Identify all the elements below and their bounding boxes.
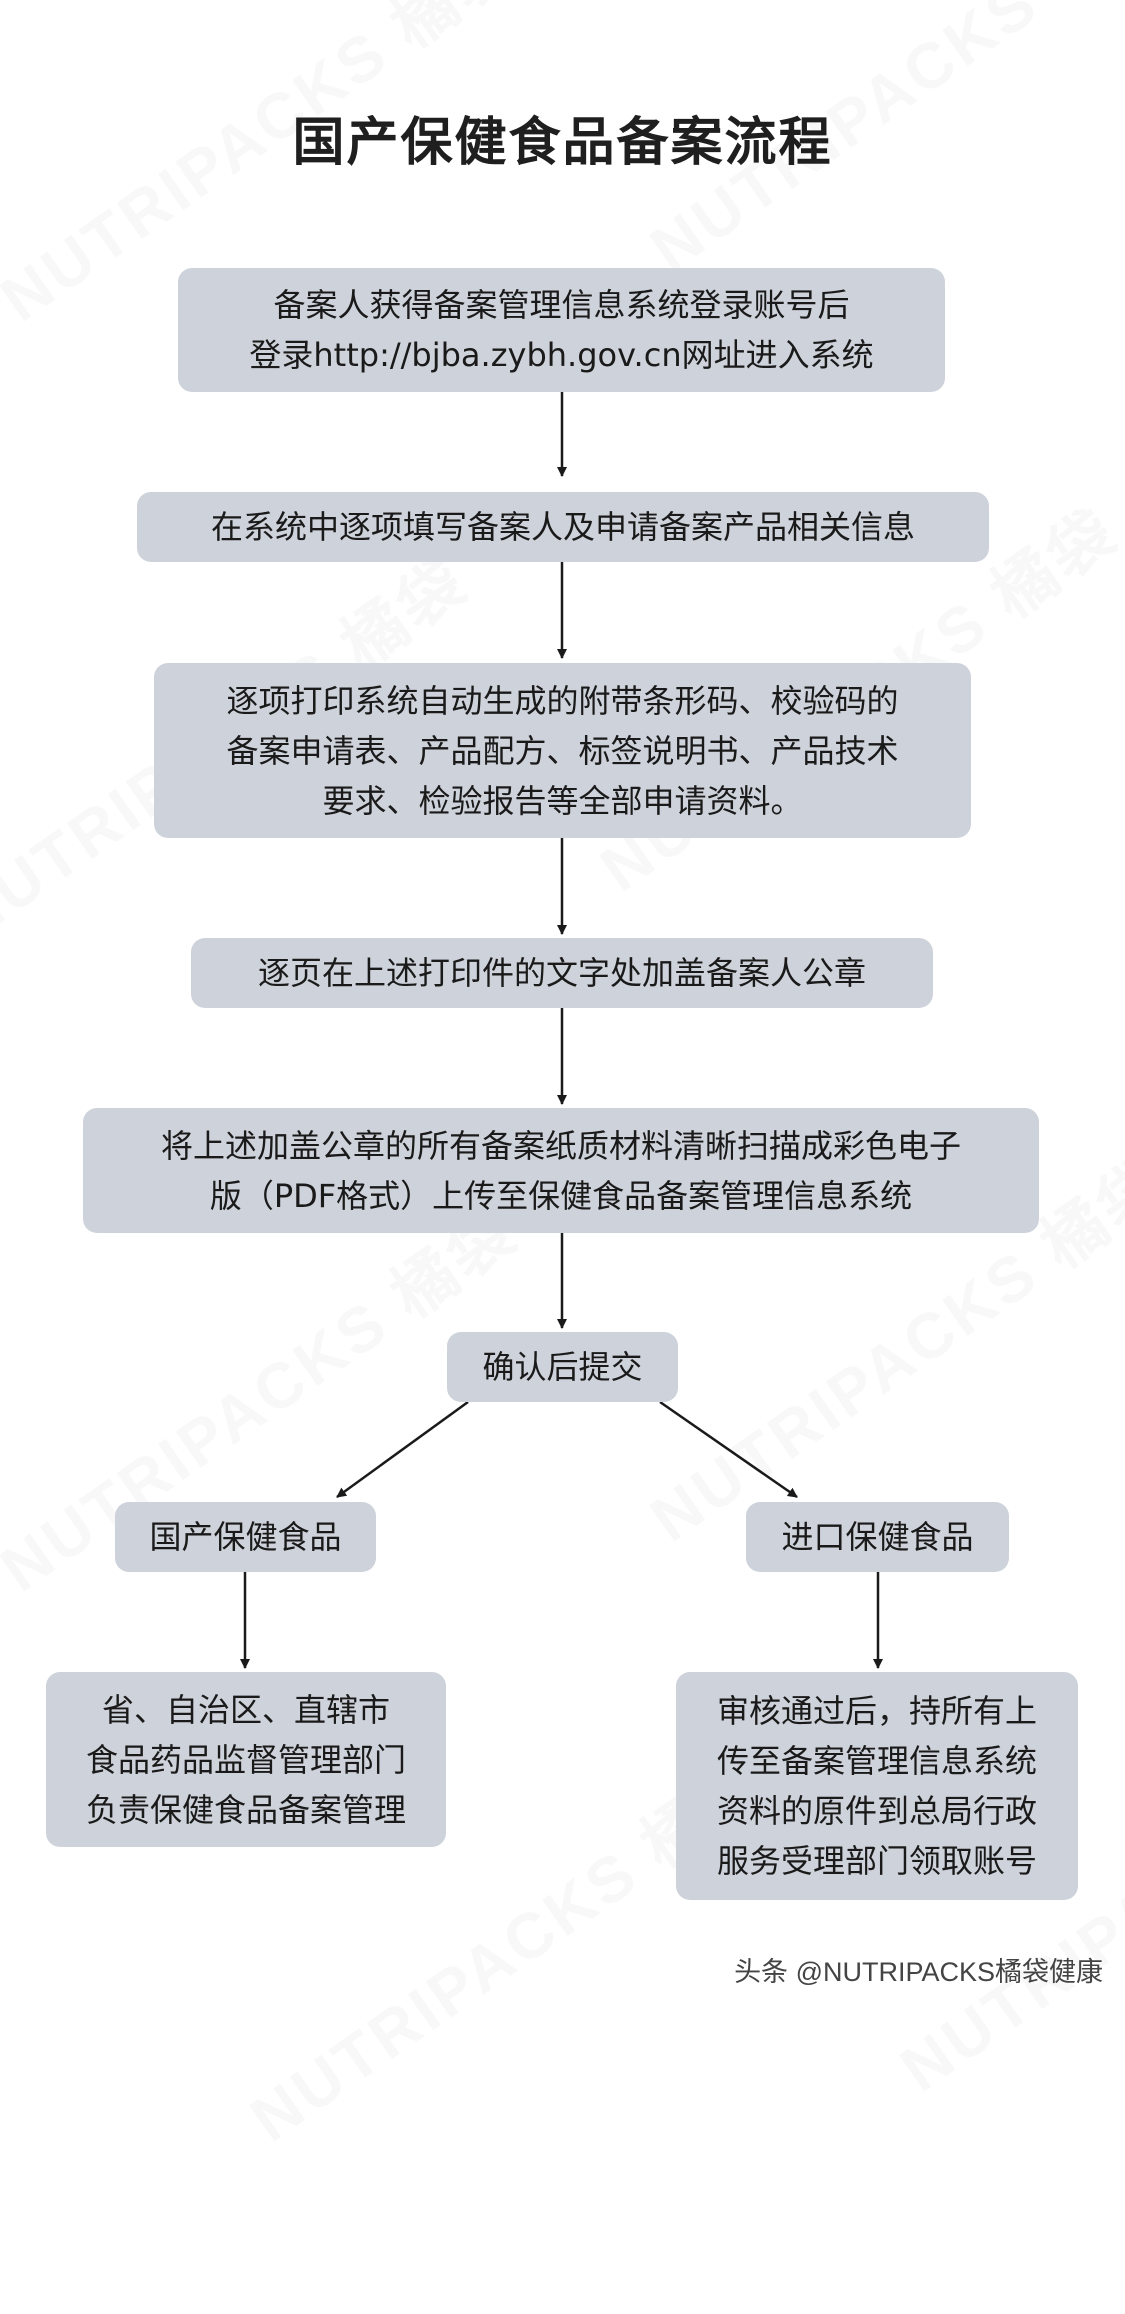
step-confirm-submit-line: 确认后提交	[482, 1348, 643, 1386]
imported-result-box: 审核通过后，持所有上 传至备案管理信息系统 资料的原件到总局行政 服务受理部门领…	[676, 1672, 1078, 1900]
arrow-confirm-to-imported	[659, 1400, 798, 1499]
step-stamp-box: 逐页在上述打印件的文字处加盖备案人公章	[191, 938, 933, 1008]
step-login-line: 登录http://bjba.zybh.gov.cn网址进入系统	[249, 336, 874, 374]
imported-result-line: 资料的原件到总局行政	[716, 1792, 1037, 1830]
flow-arrows	[240, 392, 883, 1669]
step-scan-upload-line: 将上述加盖公章的所有备案纸质材料清晰扫描成彩色电子	[160, 1126, 961, 1165]
step-login-box: 备案人获得备案管理信息系统登录账号后 登录http://bjba.zybh.go…	[178, 268, 945, 392]
arrow-confirm-to-domestic	[336, 1400, 469, 1499]
step-scan-upload-box: 将上述加盖公章的所有备案纸质材料清晰扫描成彩色电子 版（PDF格式）上传至保健食…	[83, 1108, 1039, 1233]
step-confirm-submit-box: 确认后提交	[447, 1332, 678, 1402]
step-print-line: 要求、检验报告等全部申请资料。	[322, 781, 803, 820]
domestic-result-line: 负责保健食品备案管理	[85, 1790, 406, 1829]
imported-result-line: 传至备案管理信息系统	[716, 1742, 1037, 1780]
branch-imported-box: 进口保健食品	[746, 1502, 1009, 1572]
imported-result-line: 服务受理部门领取账号	[716, 1842, 1037, 1880]
step-print-box: 逐项打印系统自动生成的附带条形码、校验码的 备案申请表、产品配方、标签说明书、产…	[154, 663, 971, 838]
step-login-line: 备案人获得备案管理信息系统登录账号后	[273, 286, 850, 324]
domestic-result-line: 省、自治区、直辖市	[101, 1690, 390, 1729]
imported-result-line: 审核通过后，持所有上	[716, 1692, 1037, 1730]
step-print-line: 逐项打印系统自动生成的附带条形码、校验码的	[226, 681, 899, 720]
step-scan-upload-line: 版（PDF格式）上传至保健食品备案管理信息系统	[209, 1176, 913, 1215]
step-fill-info-box: 在系统中逐项填写备案人及申请备案产品相关信息	[137, 492, 989, 562]
domestic-result-line: 食品药品监督管理部门	[85, 1740, 406, 1779]
branch-domestic-box: 国产保健食品	[115, 1502, 376, 1572]
step-print-line: 备案申请表、产品配方、标签说明书、产品技术	[226, 731, 899, 770]
step-fill-info-line: 在系统中逐项填写备案人及申请备案产品相关信息	[210, 508, 915, 546]
step-stamp-line: 逐页在上述打印件的文字处加盖备案人公章	[257, 954, 866, 992]
branch-domestic-line: 国产保健食品	[149, 1518, 342, 1556]
branch-imported-line: 进口保健食品	[781, 1518, 974, 1556]
page-title: 国产保健食品备案流程	[292, 113, 833, 173]
source-credit: 头条 @NUTRIPACKS橘袋健康	[734, 1957, 1103, 1987]
domestic-result-box: 省、自治区、直辖市 食品药品监督管理部门 负责保健食品备案管理	[46, 1672, 446, 1847]
